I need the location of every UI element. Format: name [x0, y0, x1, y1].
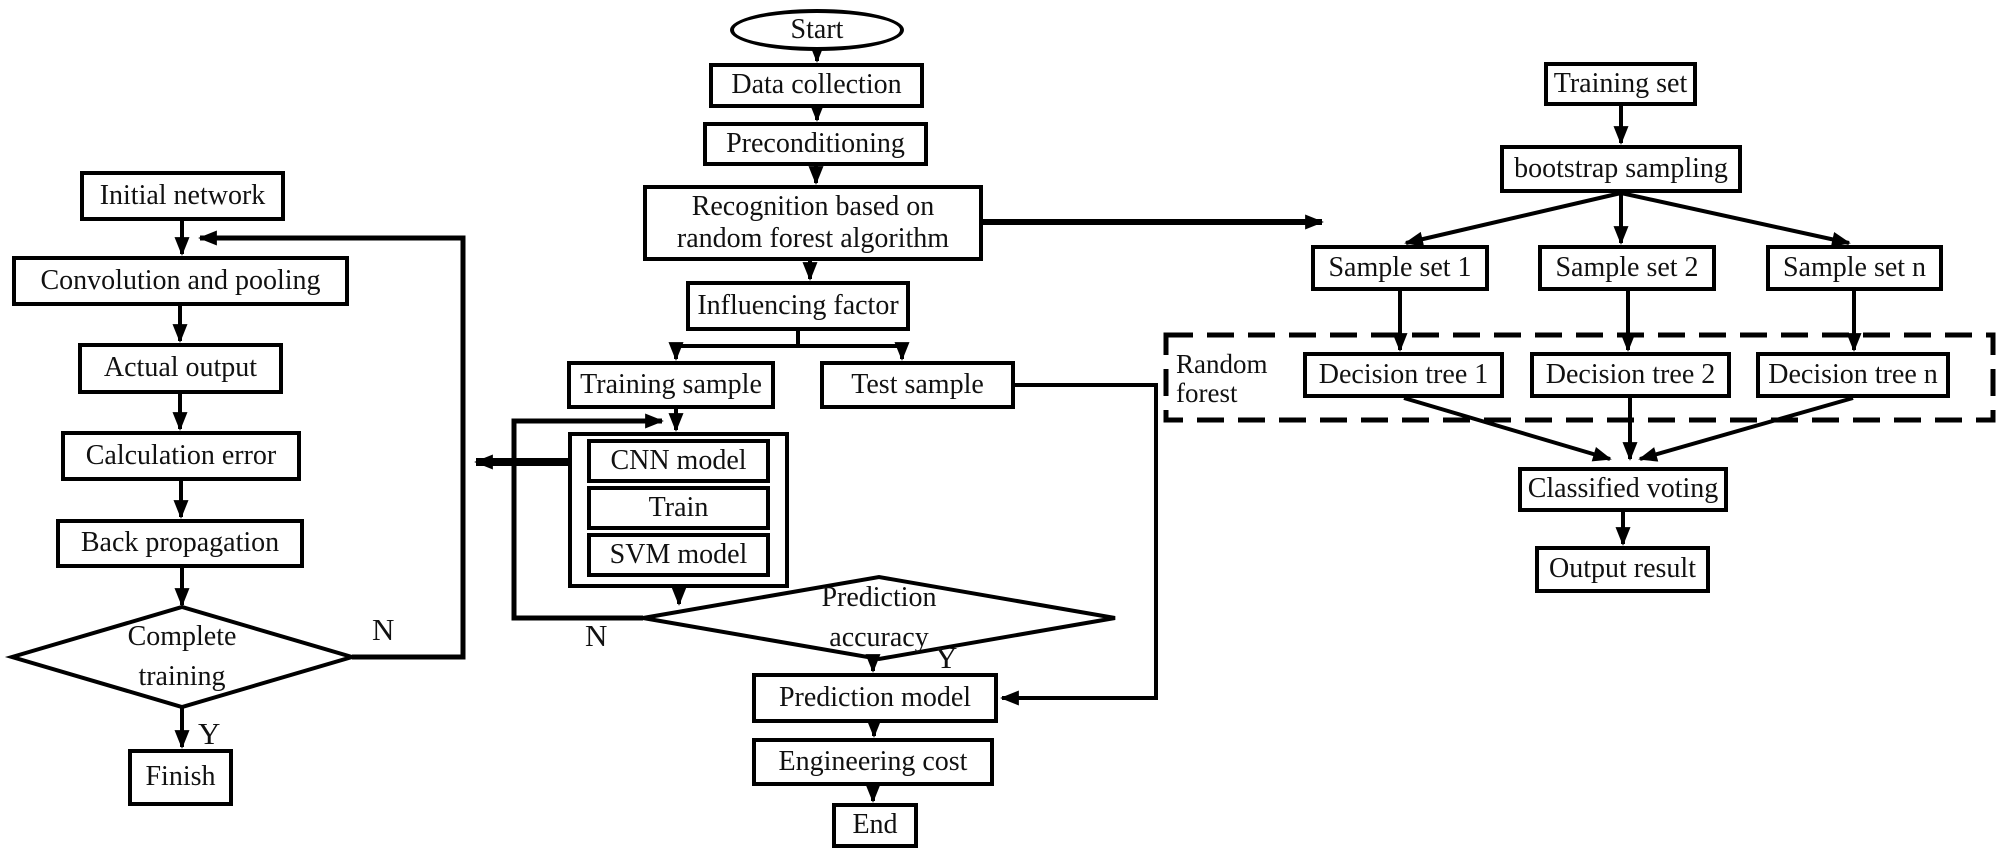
flow-node-back-propagation: Back propagation — [56, 519, 304, 568]
flow-node-classified-voting: Classified voting — [1518, 467, 1728, 512]
flow-node-sample-set-1: Sample set 1 — [1311, 245, 1489, 291]
flow-node-bootstrap-sampling: bootstrap sampling — [1500, 145, 1742, 193]
flow-node-decision-tree-2: Decision tree 2 — [1530, 352, 1731, 398]
flow-node-train: Train — [587, 486, 770, 530]
flow-node-start: Start — [730, 9, 904, 51]
flow-node-finish: Finish — [128, 749, 233, 806]
edge-bootstrap-to-sample-set-1 — [1404, 191, 1622, 247]
edge-bootstrap-to-sample-set-n — [1620, 191, 1851, 247]
flow-decision-complete-training-line-1: Complete — [127, 621, 237, 652]
flow-node-recognition-line-1: Recognition based on — [691, 190, 935, 222]
flow-node-sample-set-n: Sample set n — [1766, 245, 1943, 291]
random-forest-group-label-line-2: forest — [1176, 378, 1238, 408]
flow-node-prediction-model: Prediction model — [752, 673, 998, 723]
flow-node-convolution-pooling: Convolution and pooling — [12, 256, 349, 306]
flow-node-data-collection: Data collection — [709, 63, 924, 108]
branch-label-center-n: N — [585, 618, 608, 653]
edge-decision-tree-1-to-classified — [1403, 396, 1612, 462]
flow-decision-prediction-accuracy-line-2: accuracy — [829, 622, 929, 653]
flow-node-sample-set-2: Sample set 2 — [1538, 245, 1716, 291]
flow-decision-complete-training-line-2: training — [138, 661, 226, 692]
edge-decision-tree-n-to-classified — [1638, 396, 1854, 462]
flow-node-cnn-model: CNN model — [587, 439, 770, 483]
flow-node-recognition-line-2: random forest algorithm — [676, 223, 950, 254]
flow-node-end: End — [832, 803, 918, 848]
flow-node-training-sample: Training sample — [567, 361, 775, 409]
flow-decision-prediction-accuracy-label: Prediction accuracy — [769, 578, 989, 658]
edge-complete-no-loop — [198, 230, 466, 660]
flow-node-decision-tree-n: Decision tree n — [1756, 352, 1950, 398]
flow-node-test-sample: Test sample — [820, 361, 1015, 409]
flow-node-engineering-cost: Engineering cost — [752, 738, 994, 786]
flow-node-actual-output: Actual output — [78, 343, 283, 394]
flow-decision-complete-training-label: Complete training — [82, 617, 282, 697]
flow-decision-prediction-accuracy-line-1: Prediction — [821, 582, 937, 613]
flow-node-svm-model: SVM model — [587, 533, 770, 577]
flow-node-output-result: Output result — [1535, 546, 1710, 593]
edge-test-sample-to-prediction-model — [1000, 383, 1158, 706]
flow-node-training-set: Training set — [1544, 62, 1697, 106]
flow-node-initial-network: Initial network — [80, 171, 285, 221]
flow-node-influencing-factor: Influencing factor — [686, 281, 910, 331]
branch-label-left-y: Y — [198, 716, 221, 751]
flow-node-calculation-error: Calculation error — [61, 431, 301, 481]
random-forest-dashed-box — [1163, 332, 1996, 423]
random-forest-group-label-line-1: Random — [1176, 349, 1268, 379]
flow-node-decision-tree-1: Decision tree 1 — [1303, 352, 1504, 398]
flow-node-preconditioning: Preconditioning — [703, 122, 928, 166]
flow-decision-prediction-accuracy — [642, 574, 1116, 662]
edge-accuracy-no-loop-to-cnn-group — [511, 413, 664, 621]
branch-label-center-y: Y — [935, 640, 958, 675]
branch-label-left-n: N — [372, 612, 395, 647]
